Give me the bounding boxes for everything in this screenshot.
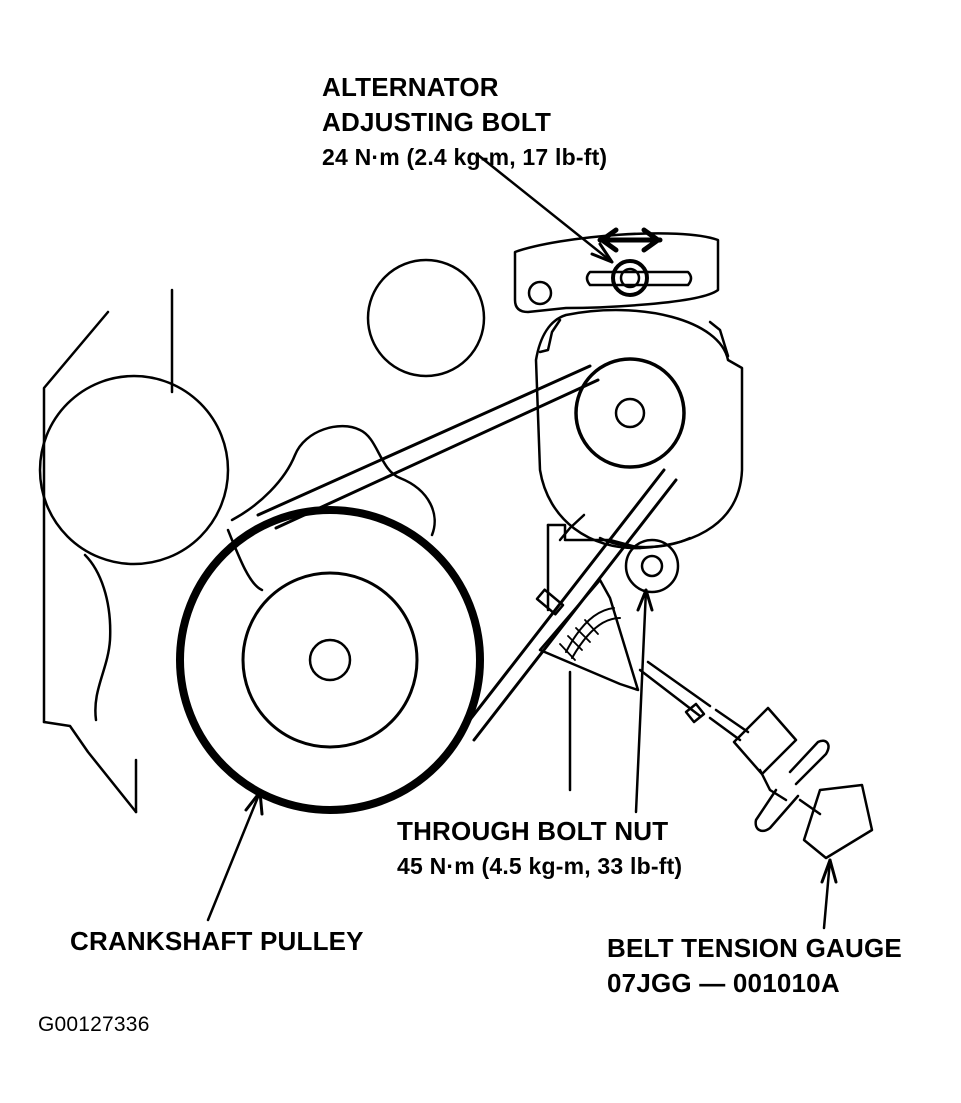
alternator-body	[534, 308, 744, 550]
arrow-through-bolt	[634, 588, 648, 814]
figure-id: G00127336	[38, 1007, 150, 1042]
upper-boss	[366, 258, 486, 378]
through-bolt-spec: 45 N·m (4.5 kg-m, 33 lb-ft)	[397, 853, 683, 879]
alternator-pulley	[574, 357, 686, 469]
alternator-line2: ADJUSTING BOLT	[322, 107, 552, 137]
alternator-spec: 24 N·m (2.4 kg-m, 17 lb-ft)	[322, 144, 608, 170]
crankshaft-pulley	[176, 506, 484, 814]
drive-belt	[256, 364, 678, 742]
arrow-gauge	[822, 858, 832, 930]
crankshaft-pulley-label: CRANKSHAFT PULLEY	[70, 924, 364, 959]
alternator-bracket	[513, 227, 720, 314]
idler-pulley-left	[38, 374, 230, 566]
leader-arrows	[206, 153, 838, 930]
engine-block-outline	[42, 288, 436, 814]
alternator-pulley-hub	[614, 397, 646, 429]
gauge-line2: 07JGG — 001010A	[607, 968, 840, 998]
arrow-crankshaft	[206, 790, 262, 922]
lower-mount-bracket	[546, 523, 680, 792]
figure-id-text: G00127336	[38, 1013, 150, 1036]
arrow-alternator-bolt	[476, 153, 614, 264]
belt-tension-gauge	[535, 578, 874, 860]
gauge-line1: BELT TENSION GAUGE	[607, 933, 902, 963]
belt-tension-gauge-label: BELT TENSION GAUGE 07JGG — 001010A	[607, 931, 902, 1001]
through-bolt-line1: THROUGH BOLT NUT	[397, 816, 669, 846]
crankshaft-text: CRANKSHAFT PULLEY	[70, 926, 364, 956]
alternator-line1: ALTERNATOR	[322, 72, 499, 102]
alternator-adjusting-bolt-label: ALTERNATOR ADJUSTING BOLT 24 N·m (2.4 kg…	[322, 70, 607, 175]
through-bolt-nut-label: THROUGH BOLT NUT 45 N·m (4.5 kg-m, 33 lb…	[397, 814, 682, 884]
